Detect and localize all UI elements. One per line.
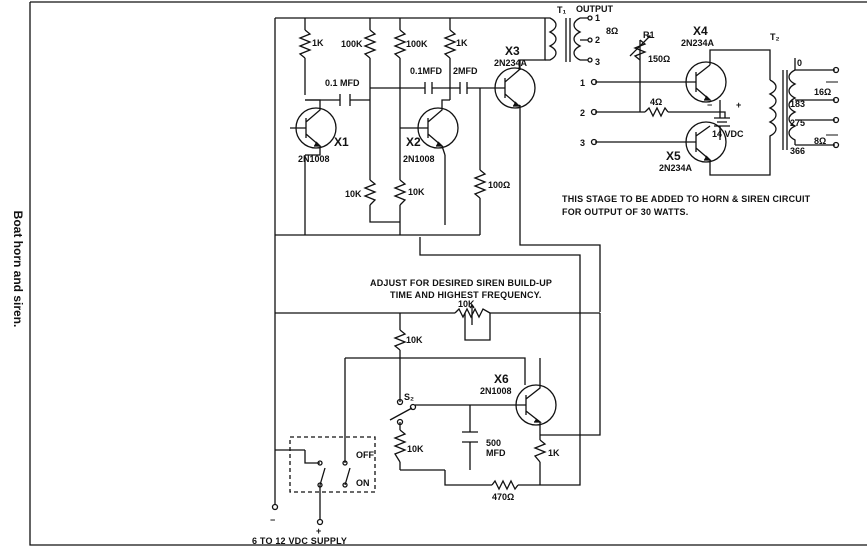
resistor-1k-b [533, 439, 547, 463]
adjust-note-line2: TIME AND HIGHEST FREQUENCY. [390, 290, 542, 300]
label-r1k-top2: 1K [456, 38, 468, 48]
resistor-100k-b [393, 29, 407, 59]
label-x5-part: 2N234A [659, 163, 693, 173]
label-supply-minus: − [270, 515, 275, 525]
resistor-10k-a [363, 179, 377, 206]
label-c01-a: 0.1 MFD [325, 78, 360, 88]
label-tap183: 183 [790, 99, 805, 109]
input-terminals [590, 78, 598, 146]
label-vdc14: 14 VDC [712, 129, 744, 139]
label-x4: X4 [693, 24, 708, 38]
label-c500-2: MFD [486, 448, 506, 458]
label-t1: T₁ [557, 5, 566, 15]
label-r100k-a: 100K [341, 39, 363, 49]
battery-14vdc [714, 117, 730, 127]
label-r10k-c: 10K [406, 335, 423, 345]
label-output: OUTPUT [576, 4, 614, 14]
resistor-1k-top2 [443, 29, 457, 59]
label-on: ON [356, 478, 370, 488]
potentiometer-r1 [633, 39, 647, 61]
label-minus: − [707, 100, 712, 110]
transistor-x2 [400, 99, 459, 156]
transformer-t1 [545, 15, 593, 63]
label-supply-plus: + [316, 526, 321, 536]
label-tap366: 366 [790, 146, 805, 156]
label-x6: X6 [494, 372, 509, 386]
label-in1: 1 [580, 78, 585, 88]
resistor-1k-top [298, 29, 312, 59]
label-x5: X5 [666, 149, 681, 163]
frame-border [29, 1, 867, 546]
supply-switch [275, 436, 376, 520]
transistor-x1 [290, 99, 337, 156]
label-s2: S₂ [404, 392, 414, 402]
resistor-10k-c [393, 329, 407, 351]
label-r150: 150Ω [648, 54, 670, 64]
label-r100k-b: 100K [406, 39, 428, 49]
potentiometer-10k [454, 303, 491, 325]
transistor-x4 [685, 61, 727, 103]
label-ohm8: 8Ω [814, 136, 826, 146]
label-r10k-b: 10K [408, 187, 425, 197]
capacitor-500mfd [462, 431, 478, 443]
label-tap0: 0 [797, 58, 802, 68]
adjust-note-line1: ADJUST FOR DESIRED SIREN BUILD-UP [370, 278, 552, 288]
label-c01-b: 0.1MFD [410, 66, 443, 76]
label-x4-part: 2N234A [681, 38, 715, 48]
resistor-10k-d [393, 429, 407, 463]
label-in3: 3 [580, 138, 585, 148]
label-r4: 4Ω [650, 97, 662, 107]
label-x1-part: 2N1008 [298, 154, 330, 164]
label-r470: 470Ω [492, 492, 514, 502]
label-eight-a: 8Ω [606, 26, 618, 36]
label-x3: X3 [505, 44, 520, 58]
label-r10k-d: 10K [407, 444, 424, 454]
label-r10k-pot: 10K [458, 299, 475, 309]
stage-note-line2: FOR OUTPUT OF 30 WATTS. [562, 207, 688, 217]
label-tap275: 275 [790, 118, 805, 128]
oscillator-wiring [274, 17, 601, 505]
resistor-10k-b [393, 179, 407, 206]
label-x3-part: 2N234A [494, 58, 528, 68]
resistor-470-ohm [491, 479, 519, 491]
label-o1: 1 [595, 13, 600, 23]
supply-terminals [271, 503, 324, 526]
label-x2: X2 [406, 135, 421, 149]
label-r1k-top: 1K [312, 38, 324, 48]
capacitor-c3 [459, 82, 468, 94]
label-o3: 3 [595, 57, 600, 67]
capacitor-c1 [339, 94, 351, 106]
siren-control-wiring [275, 312, 601, 486]
resistor-100k-a [363, 29, 377, 59]
label-c2: 2MFD [453, 66, 478, 76]
label-r100: 100Ω [488, 180, 510, 190]
label-r1k-b: 1K [548, 448, 560, 458]
transistor-x6 [515, 358, 557, 426]
output-terminals-t2 [826, 66, 840, 149]
resistor-100-ohm [473, 169, 487, 199]
power-stage-wiring [595, 35, 835, 176]
label-x2-part: 2N1008 [403, 154, 435, 164]
label-x6-part: 2N1008 [480, 386, 512, 396]
label-plus: + [736, 100, 741, 110]
transistor-x5 [685, 121, 727, 163]
label-c500-1: 500 [486, 438, 501, 448]
transformer-t2 [768, 69, 797, 150]
stage-note-line1: THIS STAGE TO BE ADDED TO HORN & SIREN C… [562, 194, 811, 204]
label-o2: 2 [595, 35, 600, 45]
label-in2: 2 [580, 108, 585, 118]
label-t2: T₂ [770, 32, 780, 42]
transistor-x3 [490, 59, 536, 109]
label-r10k-a: 10K [345, 189, 362, 199]
capacitor-c2 [424, 82, 433, 94]
label-x1: X1 [334, 135, 349, 149]
label-off: OFF [356, 450, 374, 460]
label-supply: 6 TO 12 VDC SUPPLY [252, 536, 347, 546]
label-r1: R1 [643, 30, 655, 40]
switch-s2 [396, 398, 417, 426]
label-ohm16: 16Ω [814, 87, 831, 97]
resistor-4-ohm [644, 106, 669, 118]
